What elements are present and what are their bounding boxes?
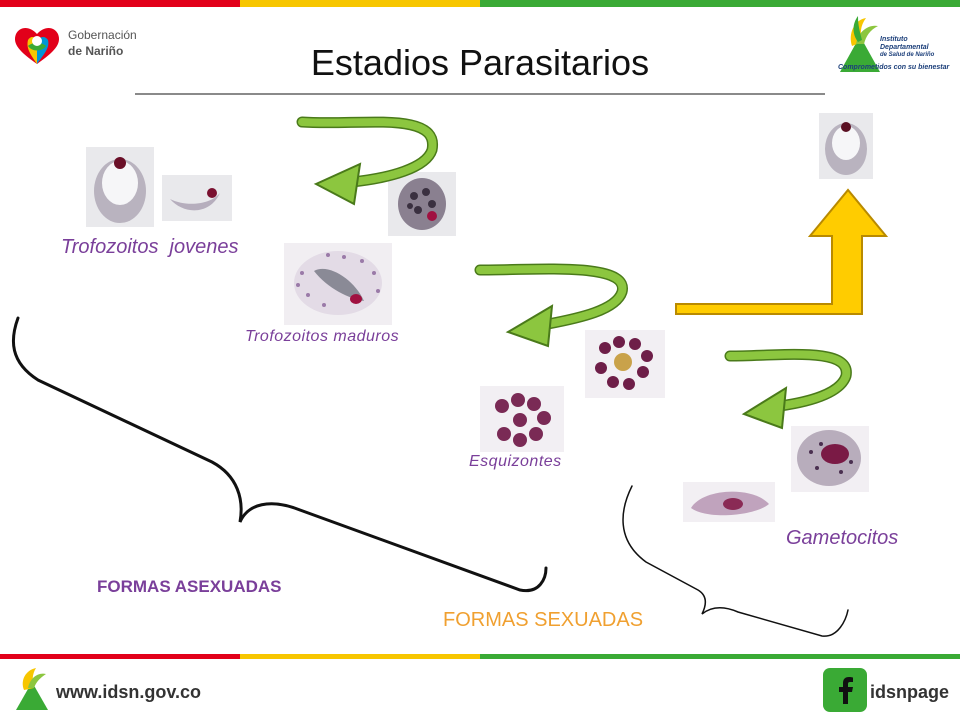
facebook-icon[interactable] (823, 668, 867, 712)
young-trophozoite-image-1 (86, 147, 154, 227)
footer-website-link[interactable]: www.idsn.gov.co (56, 682, 202, 702)
green-curved-arrow-3 (724, 348, 852, 430)
spotted-cell-icon (398, 178, 446, 230)
title-underline (135, 93, 825, 95)
footer-idsn-emblem (14, 666, 54, 712)
cluster-cell-icon (495, 393, 551, 447)
schizont-image-1 (585, 330, 665, 398)
logo-left-line2: de Nariño (68, 44, 124, 58)
heart-logo-icon (14, 28, 60, 64)
ring-cell-icon (825, 122, 867, 175)
gametocyte-image-2 (683, 482, 775, 522)
yellow-elbow-arrow (675, 188, 889, 315)
gametocyte-image-1 (791, 426, 869, 492)
gobernacion-logo: Gobernación de Nariño (10, 24, 160, 66)
green-curved-arrow-2 (474, 263, 628, 348)
top-stripe-green (480, 0, 960, 7)
schizont-image-2 (480, 386, 564, 452)
logo-left-line1: Gobernación (68, 28, 137, 42)
dotted-cell-icon (294, 251, 382, 315)
bottom-stripe-green (480, 654, 960, 659)
ring-cell-icon (94, 157, 146, 223)
bottom-stripe-yellow (240, 654, 480, 659)
facebook-f-glyph-icon (839, 677, 853, 704)
young-trophozoite-image-2 (162, 175, 232, 221)
idsn-emblem-icon (16, 668, 48, 710)
logo-right-tagline: Comprometidos con su bienestar (838, 64, 950, 71)
logo-right-line2: Departamental (880, 44, 929, 51)
page-title: Estadios Parasitarios (310, 42, 650, 83)
crescent-gametocyte-icon (691, 491, 769, 516)
idsn-emblem-icon (840, 16, 880, 72)
label-trofozoitos-jovenes: Trofozoitos jovenes (61, 236, 239, 258)
gametocyte-image-top (819, 113, 873, 179)
top-stripe-yellow (240, 0, 480, 7)
label-formas-sexuadas: FORMAS SEXUADAS (443, 609, 644, 631)
mature-trophozoite-image-2 (284, 243, 392, 325)
mature-trophozoite-image-1 (388, 172, 456, 236)
logo-right-line1: Instituto (880, 36, 908, 43)
label-esquizontes: Esquizontes (469, 453, 562, 470)
label-gametocitos: Gametocitos (786, 527, 899, 549)
cluster-cell-icon (595, 336, 653, 390)
brace-asexual (11, 316, 548, 593)
idsn-logo: Instituto Departamental de Salud de Nari… (838, 14, 956, 76)
label-formas-asexuadas: FORMAS ASEXUADAS (97, 577, 282, 596)
footer-social-link[interactable]: idsnpage (870, 682, 950, 702)
band-cell-icon (170, 188, 220, 211)
brace-sexual (622, 485, 849, 637)
round-gametocyte-icon (797, 430, 861, 486)
green-curved-arrow-1 (296, 116, 438, 206)
top-stripe-red (0, 0, 240, 7)
bottom-stripe-red (0, 654, 240, 659)
logo-right-line3: de Salud de Nariño (880, 52, 935, 58)
label-trofozoitos-maduros: Trofozoitos maduros (245, 328, 400, 345)
